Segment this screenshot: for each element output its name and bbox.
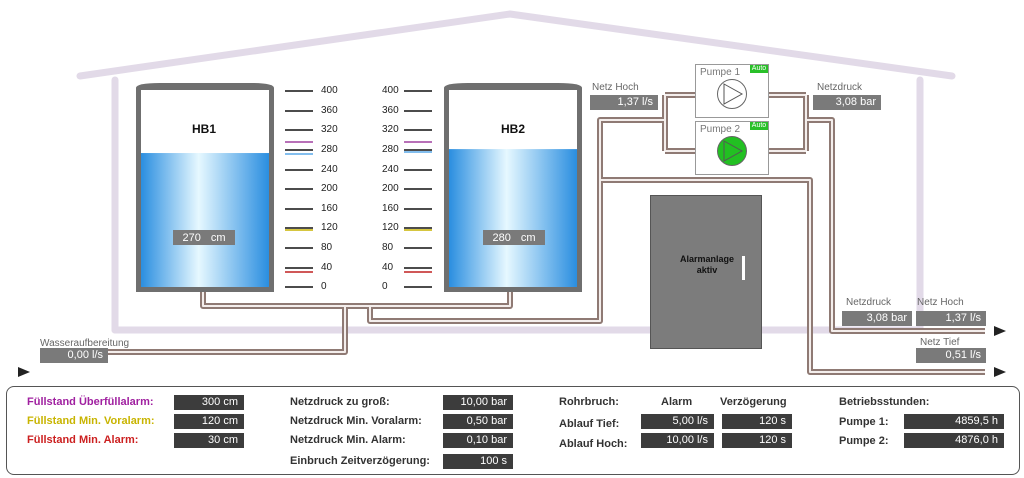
scale-hb2-tick-label: 320 [382,124,399,135]
arrow-right-icon [994,326,1006,336]
scale-ticks-hb2 [404,90,432,288]
pump-1[interactable]: Pumpe 1 Auto [695,64,769,118]
fill-pre-alarm-value[interactable]: 120 cm [174,414,244,429]
flow-arrows [18,326,1006,377]
netzdruck-top-value: 3,08 bar [813,95,881,110]
pressure-too-high-value[interactable]: 10,00 bar [443,395,513,410]
fill-overfill-value[interactable]: 300 cm [174,395,244,410]
pipe-break-high-alarm[interactable]: 10,00 l/s [641,433,714,448]
scale-hb1-tick-label: 280 [321,144,338,155]
hours-pump-1-label: Pumpe 1: [839,416,889,428]
scale-hb1-tick-label: 240 [321,164,338,175]
scale-hb1-tick-label: 120 [321,222,338,233]
pump-2-auto-badge: Auto [750,122,768,130]
scale-hb1-tick-label: 160 [321,203,338,214]
arrow-right-icon [18,367,30,377]
pipe-break-high-delay[interactable]: 120 s [722,433,792,448]
scale-hb1-tick-label: 360 [321,105,338,116]
arrow-right-icon [994,367,1006,377]
scale-hb2-tick-label: 360 [382,105,399,116]
alarm-system-panel[interactable]: Alarmanlage aktiv [650,195,762,349]
scale-hb2-tick-label: 200 [382,183,399,194]
tank-hb1-body [136,83,274,292]
netzdruck-top-label: Netzdruck [817,82,863,93]
netz-hoch-right-label: Netz Hoch [917,297,964,308]
alarm-markers-hb1 [285,141,313,273]
pipe-break-col-alarm: Alarm [661,396,693,408]
pump-1-label: Pumpe 1 [700,67,741,78]
drop-delay-value[interactable]: 100 s [443,454,513,469]
scale-hb2-tick-label: 120 [382,222,399,233]
fill-min-alarm-value[interactable]: 30 cm [174,433,244,448]
scale-hb2-tick-label: 40 [382,262,394,273]
alarm-system-line2: aktiv [696,265,718,275]
pressure-pre-alarm-value[interactable]: 0,50 bar [443,414,513,429]
scale-ticks-hb1 [285,90,313,288]
netz-hoch-top-label: Netz Hoch [592,82,639,93]
tank-hb1-water [141,153,269,287]
hours-pump-2-value: 4876,0 h [904,433,1004,448]
alarm-markers-hb2 [404,141,432,273]
netz-hoch-top-value: 1,37 l/s [590,95,658,110]
tank-hb1-title: HB1 [192,122,217,136]
scale-hb2-tick-label: 80 [382,242,394,253]
pressure-too-high-label: Netzdruck zu groß: [290,396,390,408]
scale-hb1-tick-label: 400 [321,85,338,96]
pipe-break-high-label: Ablauf Hoch: [559,438,628,450]
building-outline [76,10,956,334]
pipe-network [40,92,985,375]
pump-1-impeller-icon [717,79,747,109]
netz-tief-value: 0,51 l/s [916,348,986,363]
pump-2-impeller-icon [717,136,747,166]
scale-hb1-tick-label: 0 [321,281,327,292]
tank-hb1-level-readout: 270 cm [173,230,235,245]
tank-hb2-level-value: 280 [492,231,511,244]
hours-pump-2-label: Pumpe 2: [839,435,889,447]
pipe-break-title: Rohrbruch: [559,396,619,408]
netz-hoch-right-value: 1,37 l/s [916,311,986,326]
scale-hb1-tick-label: 320 [321,124,338,135]
tank-hb2-body [444,83,582,292]
alarm-system-status: Alarmanlage aktiv [651,254,763,276]
door-handle-icon [742,256,745,280]
scale-hb2-tick-label: 400 [382,85,399,96]
pipe-break-low-label: Ablauf Tief: [559,418,620,430]
fill-min-alarm-label: Füllstand Min. Alarm: [27,434,139,446]
tank-hb1-level-value: 270 [182,231,201,244]
operating-hours-title: Betriebsstunden: [839,396,930,408]
netz-tief-label: Netz Tief [920,337,960,348]
scale-hb2-tick-label: 280 [382,144,399,155]
pressure-min-alarm-value[interactable]: 0,10 bar [443,433,513,448]
pressure-pre-alarm-label: Netzdruck Min. Voralarm: [290,415,422,427]
pipe-break-low-alarm[interactable]: 5,00 l/s [641,414,714,429]
settings-panel: Füllstand Überfüllalarm: 300 cm Füllstan… [6,386,1020,475]
pipe-break-col-delay: Verzögerung [720,396,787,408]
scale-hb2-tick-label: 0 [382,281,388,292]
tank-hb2-level-readout: 280 cm [483,230,545,245]
hours-pump-1-value: 4859,5 h [904,414,1004,429]
pump-1-auto-badge: Auto [750,65,768,73]
scale-hb1-tick-label: 200 [321,183,338,194]
tank-hb2-level-unit: cm [520,231,536,244]
tank-hb2-title: HB2 [501,122,526,136]
pump-2[interactable]: Pumpe 2 Auto [695,121,769,175]
wasseraufbereitung-value: 0,00 l/s [40,348,108,363]
drop-delay-label: Einbruch Zeitverzögerung: [290,455,430,467]
netzdruck-right-value: 3,08 bar [842,311,912,326]
tank-hb1-level-unit: cm [210,231,226,244]
scale-hb1-tick-label: 40 [321,262,333,273]
fill-overfill-label: Füllstand Überfüllalarm: [27,396,154,408]
netzdruck-right-label: Netzdruck [846,297,892,308]
scale-hb1-tick-label: 80 [321,242,333,253]
wasseraufbereitung-label: Wasseraufbereitung [40,338,130,349]
scale-hb2-tick-label: 240 [382,164,399,175]
tank-hb2-water [449,149,577,287]
alarm-system-line1: Alarmanlage [679,254,735,264]
pump-2-label: Pumpe 2 [700,124,741,135]
pipe-break-low-delay[interactable]: 120 s [722,414,792,429]
pressure-min-alarm-label: Netzdruck Min. Alarm: [290,434,406,446]
scale-hb2-tick-label: 160 [382,203,399,214]
fill-pre-alarm-label: Füllstand Min. Voralarm: [27,415,155,427]
